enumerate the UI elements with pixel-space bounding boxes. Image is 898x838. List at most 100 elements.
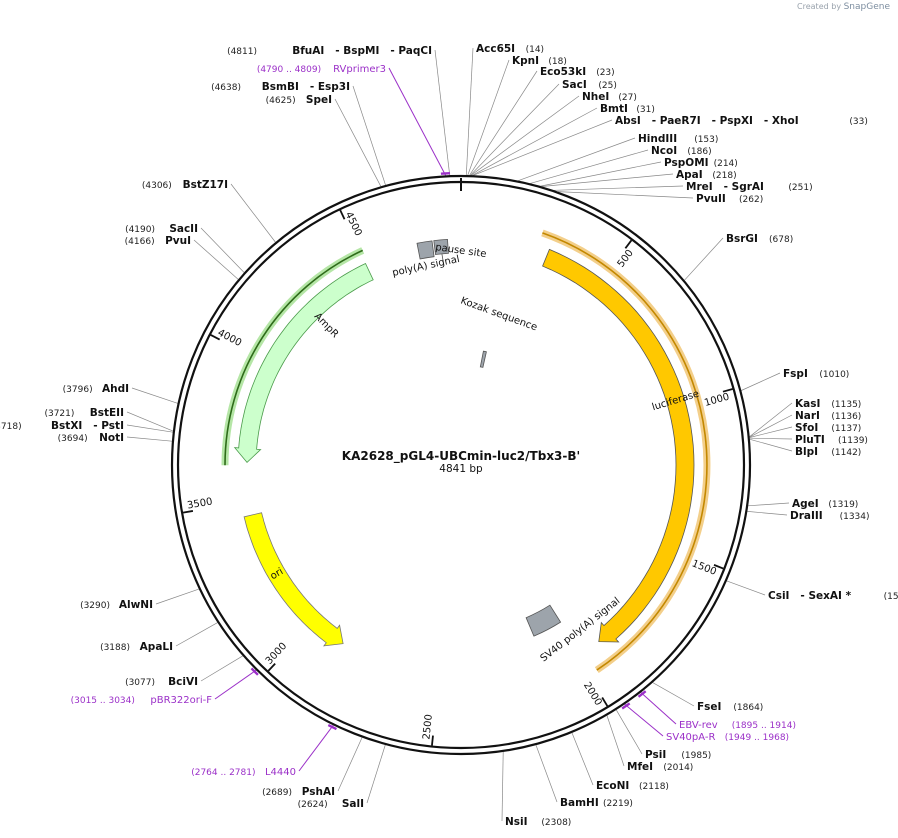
tick-500 — [624, 239, 633, 249]
site-labels: BfuAI - BspMI - PaqCI(4811)BsmBI - Esp3I… — [0, 43, 898, 828]
tick-label-4500: 4500 — [343, 210, 364, 238]
bsrgi-site-label: BsrGI — [726, 233, 758, 245]
pvuii-leader — [557, 191, 694, 199]
ampr-orf-line — [224, 249, 364, 466]
draiii-position: (1334) — [840, 512, 870, 522]
l4440-primer-mark — [327, 724, 337, 731]
ahdi-site-label: AhdI — [102, 383, 129, 395]
leader-lines — [126, 47, 793, 822]
nhei-site-label: NheI — [582, 91, 609, 103]
mrei-site-label: MreI - SgrAI — [686, 181, 764, 193]
acc65i-leader — [465, 47, 474, 176]
tick-4500 — [339, 209, 346, 220]
tick-label-1500: 1500 — [690, 558, 718, 578]
sacii-position: (4190) — [125, 225, 155, 235]
kozak-label: Kozak sequence — [459, 295, 539, 333]
nsii-leader — [501, 751, 504, 822]
tick-4000 — [210, 334, 221, 341]
luciferase-feature — [542, 248, 695, 643]
draiii-site-label: DraIII — [790, 510, 823, 522]
pause-site-block — [416, 240, 435, 260]
bmti-position: (31) — [636, 105, 654, 115]
blpi-leader — [749, 438, 793, 452]
alwni-position: (3290) — [80, 601, 110, 611]
tick-2000 — [601, 697, 609, 707]
blpi-position: (1142) — [831, 448, 861, 458]
ncoi-position: (186) — [687, 147, 711, 157]
sv40pa-r-primer-label: SV40pA-R — [666, 732, 715, 743]
saci-position: (25) — [598, 81, 616, 91]
saci-site-label: SacI — [562, 79, 587, 91]
bstz17i-site-label: BstZ17I — [183, 179, 228, 191]
econi-leader — [571, 732, 594, 786]
acc65i-site-label: Acc65I — [476, 43, 515, 55]
pspomi-site-label: PspOMI — [664, 157, 709, 169]
sv40pa-r-position: (1949 .. 1968) — [725, 733, 789, 743]
ebv-rev-primer-mark — [637, 690, 647, 698]
sali-position: (2624) — [298, 800, 328, 810]
spei-leader — [334, 98, 382, 187]
alwni-site-label: AlwNI — [119, 599, 153, 611]
draiii-leader — [747, 511, 788, 516]
pvuii-site-label: PvuII — [696, 193, 726, 205]
pvuii-position: (262) — [739, 195, 763, 205]
bfuai-site-label: BfuAI - BspMI - PaqCI — [292, 45, 432, 57]
tick-2500 — [431, 735, 434, 746]
spei-site-label: SpeI — [306, 94, 332, 106]
bsteii-site-label: BstEII — [90, 407, 124, 419]
pbr322ori-f-position: (3015 .. 3034) — [71, 696, 135, 706]
ampr-feature — [233, 262, 374, 463]
psii-leader — [615, 709, 643, 755]
pbr322ori-f-primer-mark — [250, 667, 259, 676]
l4440-leader — [298, 725, 334, 772]
plasmid-name: KA2628_pGL4-UBCmin-luc2/Tbx3-B' — [342, 449, 580, 464]
alwni-leader — [155, 588, 200, 605]
sv40pa-r-primer-mark — [621, 702, 631, 710]
fsei-position: (1864) — [733, 703, 763, 713]
bamhi-position: (2219) — [603, 799, 633, 809]
bsteii-leader — [126, 411, 174, 432]
sacii-leader — [200, 227, 245, 273]
blpi-site-label: BlpI — [795, 446, 818, 458]
bcivi-site-label: BciVI — [168, 676, 198, 688]
noti-position: (3694) — [58, 434, 88, 444]
eco53ki-position: (23) — [596, 68, 614, 78]
spei-position: (4625) — [266, 96, 296, 106]
ncoi-site-label: NcoI — [651, 145, 677, 157]
backbone-outer-ring — [170, 174, 752, 756]
mfei-leader — [606, 715, 625, 767]
hindiii-site-label: HindIII — [638, 133, 677, 145]
apai-position: (218) — [712, 171, 736, 181]
bmti-site-label: BmtI — [600, 103, 628, 115]
pvui-leader — [193, 239, 239, 280]
csii-leader — [726, 580, 766, 596]
pbr322ori-f-primer-label: pBR322ori-F — [150, 695, 212, 706]
nari-position: (1136) — [831, 412, 861, 422]
nhei-leader — [470, 95, 580, 176]
econi-position: (2118) — [639, 782, 669, 792]
sv40pa-r-leader — [624, 703, 664, 737]
pbr322ori-f-leader — [214, 669, 257, 700]
apai-site-label: ApaI — [676, 169, 703, 181]
bsteii-position: (3721) — [44, 409, 74, 419]
ebv-rev-primer-label: EBV-rev — [679, 720, 718, 731]
tick-label-1000: 1000 — [703, 392, 730, 409]
bfuai-position: (4811) — [227, 47, 257, 57]
pspomi-leader — [540, 161, 662, 187]
absi-position: (33) — [849, 117, 867, 127]
pshai-leader — [337, 737, 363, 792]
tick-label-2000: 2000 — [581, 680, 604, 707]
bstz17i-leader — [230, 183, 276, 243]
sfoi-position: (1137) — [831, 424, 861, 434]
mrei-leader — [553, 185, 684, 191]
tick-1500 — [713, 564, 724, 570]
noti-site-label: NotI — [99, 432, 124, 444]
mrei-position: (251) — [788, 183, 812, 193]
acc65i-position: (14) — [526, 45, 544, 55]
bstxi-leader — [126, 424, 173, 433]
bsrgi-position: (678) — [769, 235, 793, 245]
apali-leader — [175, 622, 218, 647]
pluti-site-label: PluTI — [795, 434, 825, 446]
bcivi-leader — [200, 655, 243, 682]
